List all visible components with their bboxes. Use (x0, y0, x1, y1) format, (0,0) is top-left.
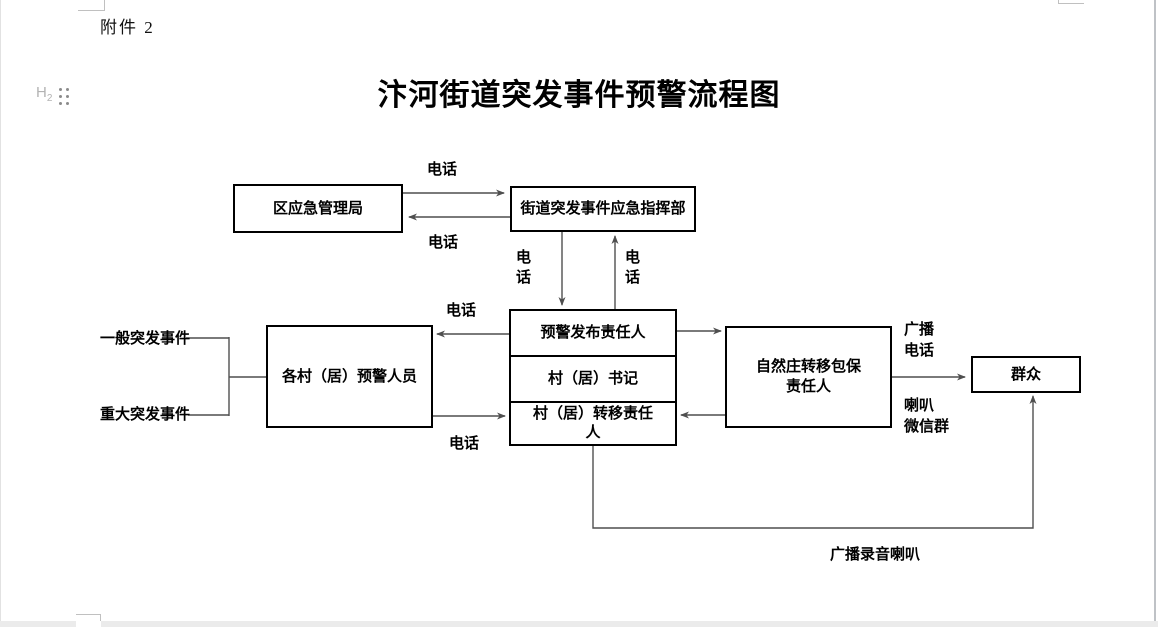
edge-label-horn-wechat: 喇叭 微信群 (904, 398, 950, 435)
edge-label-phone-up: 电话 (625, 250, 641, 286)
edge-label-phone-down: 电话 (516, 250, 532, 286)
edge-label-phone-to-hq: 电话 (427, 162, 458, 178)
attachment-label: 附件 2 (100, 18, 155, 37)
page-left-edge (0, 0, 1, 627)
block-gutter: H2 (36, 84, 70, 108)
margin-mark-top-right (1058, 3, 1084, 4)
node-village-transfer: 村（居）转移责任 人 (511, 401, 675, 444)
page-bottom-notch (76, 621, 101, 627)
node-village-secretary: 村（居）书记 (511, 355, 675, 401)
node-masses: 群众 (971, 356, 1081, 393)
heading-level-indicator: H2 (36, 84, 53, 104)
page-bottom-gap (0, 621, 1158, 627)
margin-mark-top-left (78, 10, 105, 11)
page-right-edge (1154, 0, 1156, 627)
edge-label-phone-right: 电话 (449, 436, 480, 452)
node-district-bureau: 区应急管理局 (233, 184, 403, 233)
margin-mark-top-left-tick (104, 0, 105, 10)
margin-mark-bottom-left (76, 614, 101, 615)
edge-label-broadcast-phone: 广播 电话 (904, 322, 935, 359)
edge-label-broadcast-recording: 广播录音喇叭 (830, 547, 921, 563)
node-warning-publisher: 预警发布责任人 (540, 324, 646, 341)
node-stack-responsibles: 预警发布责任人 村（居）书记 村（居）转移责任 人 (509, 309, 677, 446)
edge-label-phone-left: 电话 (446, 303, 477, 319)
drag-handle-icon[interactable] (59, 87, 70, 105)
margin-mark-top-right-tick (1058, 0, 1059, 3)
margin-mark-bottom-left-tick (100, 614, 101, 622)
node-street-hq: 街道突发事件应急指挥部 (510, 186, 696, 232)
label-general-event: 一般突发事件 (100, 331, 191, 347)
label-major-event: 重大突发事件 (100, 407, 191, 423)
node-village-staff: 各村（居）预警人员 (266, 325, 433, 428)
edge-label-phone-to-bureau: 电话 (428, 235, 459, 251)
node-hamlet-transfer: 自然庄转移包保 责任人 (725, 326, 892, 428)
page-title: 汴河街道突发事件预警流程图 (377, 79, 781, 112)
